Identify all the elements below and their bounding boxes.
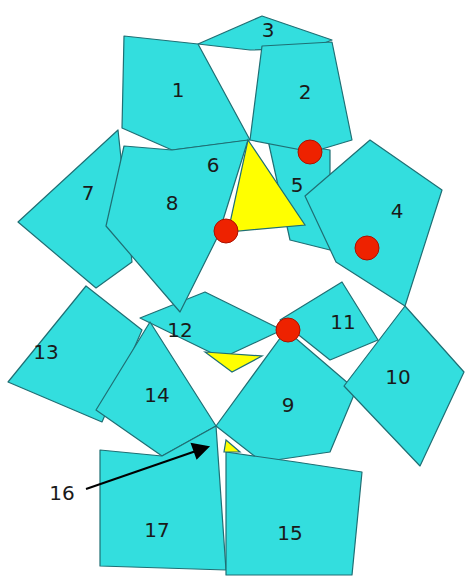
arrowhead xyxy=(192,444,208,458)
octahedron xyxy=(106,140,248,312)
octahedron xyxy=(100,426,226,570)
atom-sphere xyxy=(214,219,238,243)
callout-number: 4 xyxy=(391,201,404,221)
callout-number: 1 xyxy=(172,80,185,100)
callout-number: 14 xyxy=(144,385,169,405)
callout-number: 2 xyxy=(299,82,312,102)
atom-sphere xyxy=(355,236,379,260)
leader-line xyxy=(86,451,196,489)
tetrahedron xyxy=(228,140,305,232)
octahedron xyxy=(226,452,362,575)
atom-sphere xyxy=(276,318,300,342)
callout-number: 15 xyxy=(277,523,302,543)
callout-number: 7 xyxy=(82,183,95,203)
tetrahedron xyxy=(224,440,240,452)
atom-sphere xyxy=(298,140,322,164)
callout-number: 8 xyxy=(166,193,179,213)
octahedron xyxy=(344,306,464,466)
callout-number: 11 xyxy=(330,312,355,332)
octahedron xyxy=(305,140,442,306)
callout-number: 17 xyxy=(144,520,169,540)
callout-number: 13 xyxy=(33,342,58,362)
callout-number: 5 xyxy=(291,175,304,195)
callout-number: 16 xyxy=(49,483,74,503)
callout-number: 6 xyxy=(207,155,220,175)
callout-number: 3 xyxy=(262,20,275,40)
tetrahedron xyxy=(205,352,262,372)
octahedron xyxy=(216,330,356,462)
callout-number: 10 xyxy=(385,367,410,387)
octahedron xyxy=(250,42,352,152)
callout-number: 9 xyxy=(282,395,295,415)
octahedron xyxy=(122,36,250,150)
callout-number: 12 xyxy=(167,320,192,340)
